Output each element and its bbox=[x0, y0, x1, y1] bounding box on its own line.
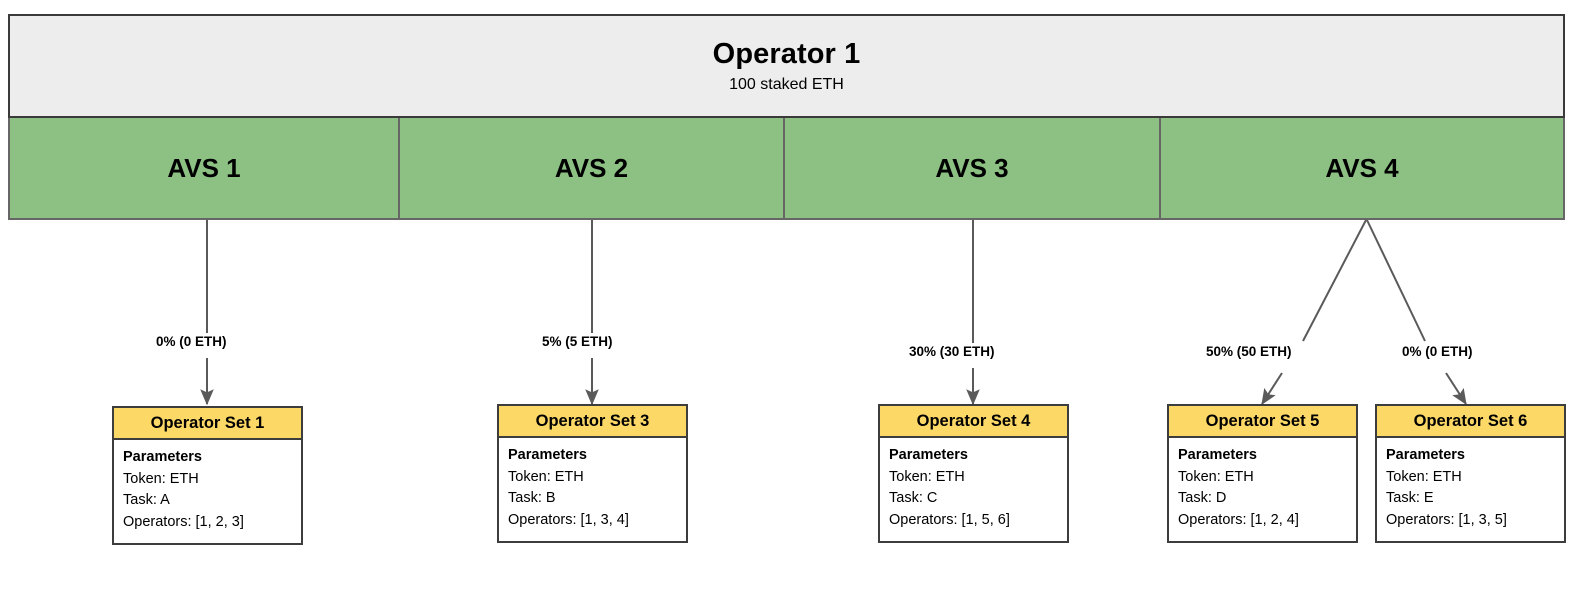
parameter-token-5: Token: ETH bbox=[1178, 468, 1254, 485]
allocation-label-avs1-opset1: 0% (0 ETH) bbox=[153, 334, 230, 351]
operator-set-body-3: Parameters Token: ETH Task: B Operators:… bbox=[499, 438, 686, 536]
connector-avs4-opset6-arrow bbox=[1445, 372, 1467, 406]
parameter-task-1: Task: A bbox=[123, 492, 170, 509]
connector-avs4-opset6 bbox=[1366, 219, 1426, 342]
avs-label-3: AVS 3 bbox=[935, 152, 1009, 183]
operator-set-title-5: Operator Set 5 bbox=[1205, 411, 1320, 430]
allocation-label-avs3-opset4: 30% (30 ETH) bbox=[906, 344, 998, 361]
operator-set-body-6: Parameters Token: ETH Task: E Operators:… bbox=[1377, 438, 1564, 536]
allocation-label-avs4-opset5: 50% (50 ETH) bbox=[1203, 344, 1295, 361]
parameter-token-6: Token: ETH bbox=[1386, 468, 1462, 485]
operator-set-body-1: Parameters Token: ETH Task: A Operators:… bbox=[114, 440, 301, 538]
parameter-token-3: Token: ETH bbox=[508, 468, 584, 485]
parameters-heading-3: Parameters bbox=[508, 447, 587, 463]
parameter-operators-1: Operators: [1, 2, 3] bbox=[123, 513, 244, 530]
avs-label-1: AVS 1 bbox=[167, 152, 241, 183]
parameter-token-1: Token: ETH bbox=[123, 470, 199, 487]
operator-set-title-6: Operator Set 6 bbox=[1413, 411, 1528, 430]
avs-label-4: AVS 4 bbox=[1325, 152, 1399, 183]
operator-set-header-6: Operator Set 6 bbox=[1377, 406, 1564, 438]
operator-set-header-5: Operator Set 5 bbox=[1169, 406, 1356, 438]
allocation-label-avs2-opset3: 5% (5 ETH) bbox=[539, 334, 616, 351]
parameter-task-5: Task: D bbox=[1178, 490, 1227, 507]
operator-set-title-3: Operator Set 3 bbox=[535, 411, 650, 430]
operator-set-card-3[interactable]: Operator Set 3 Parameters Token: ETH Tas… bbox=[497, 404, 688, 543]
avs-cell-3[interactable]: AVS 3 bbox=[785, 118, 1162, 218]
parameters-heading-5: Parameters bbox=[1178, 447, 1257, 463]
avs-label-2: AVS 2 bbox=[554, 152, 629, 183]
parameters-heading-1: Parameters bbox=[123, 449, 202, 465]
avs-cell-1[interactable]: AVS 1 bbox=[10, 118, 400, 218]
operator-set-body-5: Parameters Token: ETH Task: D Operators:… bbox=[1169, 438, 1356, 536]
allocation-label-avs4-opset6: 0% (0 ETH) bbox=[1399, 344, 1476, 361]
parameters-heading-6: Parameters bbox=[1386, 447, 1465, 463]
operator-set-header-3: Operator Set 3 bbox=[499, 406, 686, 438]
operator-set-card-1[interactable]: Operator Set 1 Parameters Token: ETH Tas… bbox=[112, 406, 303, 545]
parameter-task-3: Task: B bbox=[508, 490, 556, 507]
parameter-operators-4: Operators: [1, 5, 6] bbox=[889, 511, 1010, 528]
operator-set-header-4: Operator Set 4 bbox=[880, 406, 1067, 438]
parameter-operators-3: Operators: [1, 3, 4] bbox=[508, 511, 629, 528]
operator-set-card-5[interactable]: Operator Set 5 Parameters Token: ETH Tas… bbox=[1167, 404, 1358, 543]
avs-cell-4[interactable]: AVS 4 bbox=[1161, 118, 1563, 218]
operator-set-title-1: Operator Set 1 bbox=[150, 413, 265, 432]
operator-set-card-6[interactable]: Operator Set 6 Parameters Token: ETH Tas… bbox=[1375, 404, 1566, 543]
operator-set-card-4[interactable]: Operator Set 4 Parameters Token: ETH Tas… bbox=[878, 404, 1069, 543]
parameter-operators-5: Operators: [1, 2, 4] bbox=[1178, 511, 1299, 528]
operator-set-title-4: Operator Set 4 bbox=[916, 411, 1031, 430]
operator-set-header-1: Operator Set 1 bbox=[114, 408, 301, 440]
connector-avs4-opset5-arrow bbox=[1261, 372, 1283, 406]
operator-set-body-4: Parameters Token: ETH Task: C Operators:… bbox=[880, 438, 1067, 536]
operator-stake: 100 staked ETH bbox=[729, 75, 844, 93]
parameter-token-4: Token: ETH bbox=[889, 468, 965, 485]
parameter-task-4: Task: C bbox=[889, 490, 938, 507]
avs-row: AVS 1 AVS 2 AVS 3 AVS 4 bbox=[8, 118, 1565, 220]
operator-title: Operator 1 bbox=[712, 37, 861, 70]
parameters-heading-4: Parameters bbox=[889, 447, 968, 463]
parameter-operators-6: Operators: [1, 3, 5] bbox=[1386, 511, 1507, 528]
avs-cell-2[interactable]: AVS 2 bbox=[400, 118, 786, 218]
parameter-task-6: Task: E bbox=[1386, 490, 1434, 507]
operator-block[interactable]: Operator 1 100 staked ETH bbox=[8, 14, 1565, 118]
connector-avs4-opset5 bbox=[1302, 219, 1367, 342]
